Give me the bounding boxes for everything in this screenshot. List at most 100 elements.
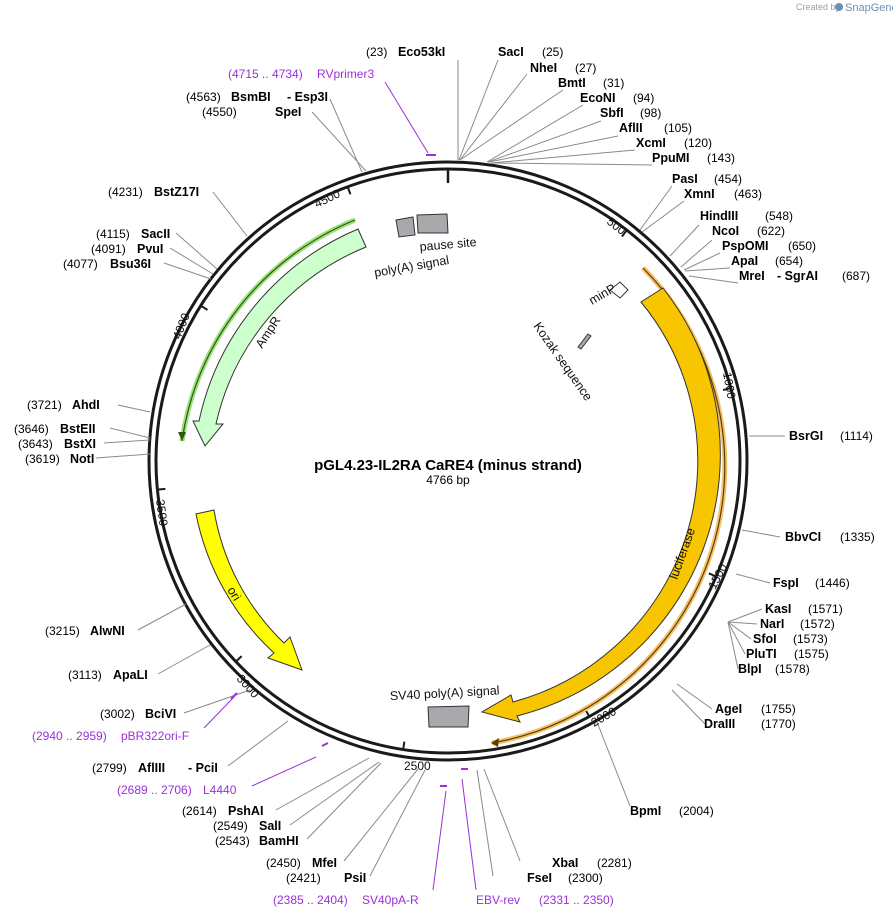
enzyme-name: SpeI [275, 105, 301, 119]
ampr-outer-arrowhead [178, 432, 186, 441]
enzyme-name: AflIII [138, 761, 165, 775]
enzyme-pos: (1770) [761, 717, 796, 731]
enzyme-pos: (105) [664, 121, 692, 135]
enzyme-pos: (1573) [793, 632, 828, 646]
label-ori: ori [224, 584, 243, 603]
label-polya-signal: poly(A) signal [373, 253, 450, 280]
enzyme-name: XbaI [552, 856, 578, 870]
enzyme-pos: (3113) [68, 668, 102, 682]
enzyme-pos: (1575) [794, 647, 829, 661]
enzyme-pos: (3643) [18, 437, 53, 451]
enzyme-name: NotI [70, 452, 94, 466]
enzyme-name: FseI [527, 871, 552, 885]
enzyme-name: - PciI [188, 761, 218, 775]
enzyme-name: SfoI [753, 632, 777, 646]
enzyme-name: SbfI [600, 106, 624, 120]
created-by-text: Created by [796, 2, 841, 12]
primer-range: (2940 .. 2959) [32, 729, 107, 743]
enzyme-pos: (463) [734, 187, 762, 201]
enzyme-pos: (4231) [108, 185, 143, 199]
plasmid-name: pGL4.23-IL2RA CaRE4 (minus strand) [314, 457, 582, 474]
enzyme-name: BpmI [630, 804, 661, 818]
feature-sv40-polya [427, 705, 470, 728]
enzyme-pos: (25) [542, 45, 563, 59]
tick-mark [200, 304, 209, 311]
primer-name: RVprimer3 [317, 67, 374, 81]
primer-markers [230, 154, 468, 787]
enzyme-name: BbvCI [785, 530, 821, 544]
enzyme-name: PshAI [228, 804, 263, 818]
enzyme-name: AgeI [715, 702, 742, 716]
enzyme-name: FspI [773, 576, 799, 590]
enzyme-pos: (654) [775, 254, 803, 268]
enzyme-pos: (143) [707, 151, 735, 165]
primer-leader-lines [203, 81, 477, 891]
enzyme-name: ApaI [731, 254, 758, 268]
tick-label-1000: 1000 [720, 371, 738, 400]
feature-ampr-arrow [192, 228, 367, 447]
feature-kozak [577, 333, 592, 350]
enzyme-pos: (4091) [91, 242, 126, 256]
feature-luciferase-arrow [480, 287, 721, 723]
enzyme-name: KasI [765, 602, 791, 616]
primer-range: (4715 .. 4734) [228, 67, 303, 81]
primer-range: (2689 .. 2706) [117, 783, 192, 797]
enzyme-pos: (27) [575, 61, 596, 75]
enzyme-name: Bsu36I [110, 257, 151, 271]
enzyme-name: MfeI [312, 856, 337, 870]
tick-mark [621, 229, 628, 238]
enzyme-pos: (4115) [96, 227, 130, 241]
primer-name: pBR322ori-F [121, 729, 189, 743]
plasmid-title-block: pGL4.23-IL2RA CaRE4 (minus strand) 4766 … [314, 457, 582, 487]
primer-name: L4440 [203, 783, 237, 797]
primer-marker-pbr322ori-f [230, 692, 238, 700]
luciferase-outer-arrowhead [491, 738, 499, 747]
enzyme-name: BamHI [259, 834, 299, 848]
tick-mark [346, 186, 352, 195]
enzyme-pos: (1578) [775, 662, 810, 676]
enzyme-pos: (3215) [45, 624, 80, 638]
label-pause-site: pause site [419, 235, 477, 254]
enzyme-pos: (3619) [25, 452, 60, 466]
enzyme-name: SacI [498, 45, 524, 59]
enzyme-name: - SgrAI [777, 269, 818, 283]
primer-range: (2385 .. 2404) [273, 893, 348, 907]
primer-name: SV40pA-R [362, 893, 419, 907]
enzyme-pos: (650) [788, 239, 816, 253]
feature-pause-site [416, 213, 449, 234]
enzyme-name: PasI [672, 172, 698, 186]
enzyme-name: NheI [530, 61, 557, 75]
enzyme-name: AlwNI [90, 624, 125, 638]
ampr-outer-arc-line [181, 219, 356, 442]
enzyme-pos: (1571) [808, 602, 843, 616]
enzyme-labels: (23) Eco53kI SacI (25) NheI (27) BmtI (3… [14, 45, 875, 885]
enzyme-name: BmtI [558, 76, 586, 90]
enzyme-name: PvuI [137, 242, 163, 256]
enzyme-name: MreI [739, 269, 765, 283]
enzyme-pos: (1755) [761, 702, 796, 716]
enzyme-pos: (1446) [815, 576, 850, 590]
enzyme-name: NcoI [712, 224, 739, 238]
enzyme-pos: (2004) [679, 804, 714, 818]
feature-polya-signal [395, 216, 416, 238]
enzyme-name: SacII [141, 227, 170, 241]
primer-range: (2331 .. 2350) [539, 893, 614, 907]
enzyme-name: XcmI [636, 136, 666, 150]
enzyme-name: BsmBI [231, 90, 271, 104]
enzyme-name: BciVI [145, 707, 176, 721]
tick-mark [722, 387, 731, 392]
primer-marker-l4440 [321, 742, 329, 747]
enzyme-pos: (3646) [14, 422, 49, 436]
enzyme-pos: (4563) [186, 90, 221, 104]
enzyme-pos: (1572) [800, 617, 835, 631]
label-kozak: Kozak sequence [531, 320, 596, 404]
tick-label-3000: 3000 [234, 672, 262, 701]
snapgene-logo-icon [835, 3, 843, 11]
enzyme-pos: (2421) [286, 871, 321, 885]
enzyme-name: ApaLI [113, 668, 148, 682]
enzyme-pos: (3721) [27, 398, 62, 412]
enzyme-name: XmnI [684, 187, 715, 201]
enzyme-name: BstZ17I [154, 185, 199, 199]
enzyme-pos: (2549) [213, 819, 248, 833]
enzyme-pos: (2543) [215, 834, 250, 848]
